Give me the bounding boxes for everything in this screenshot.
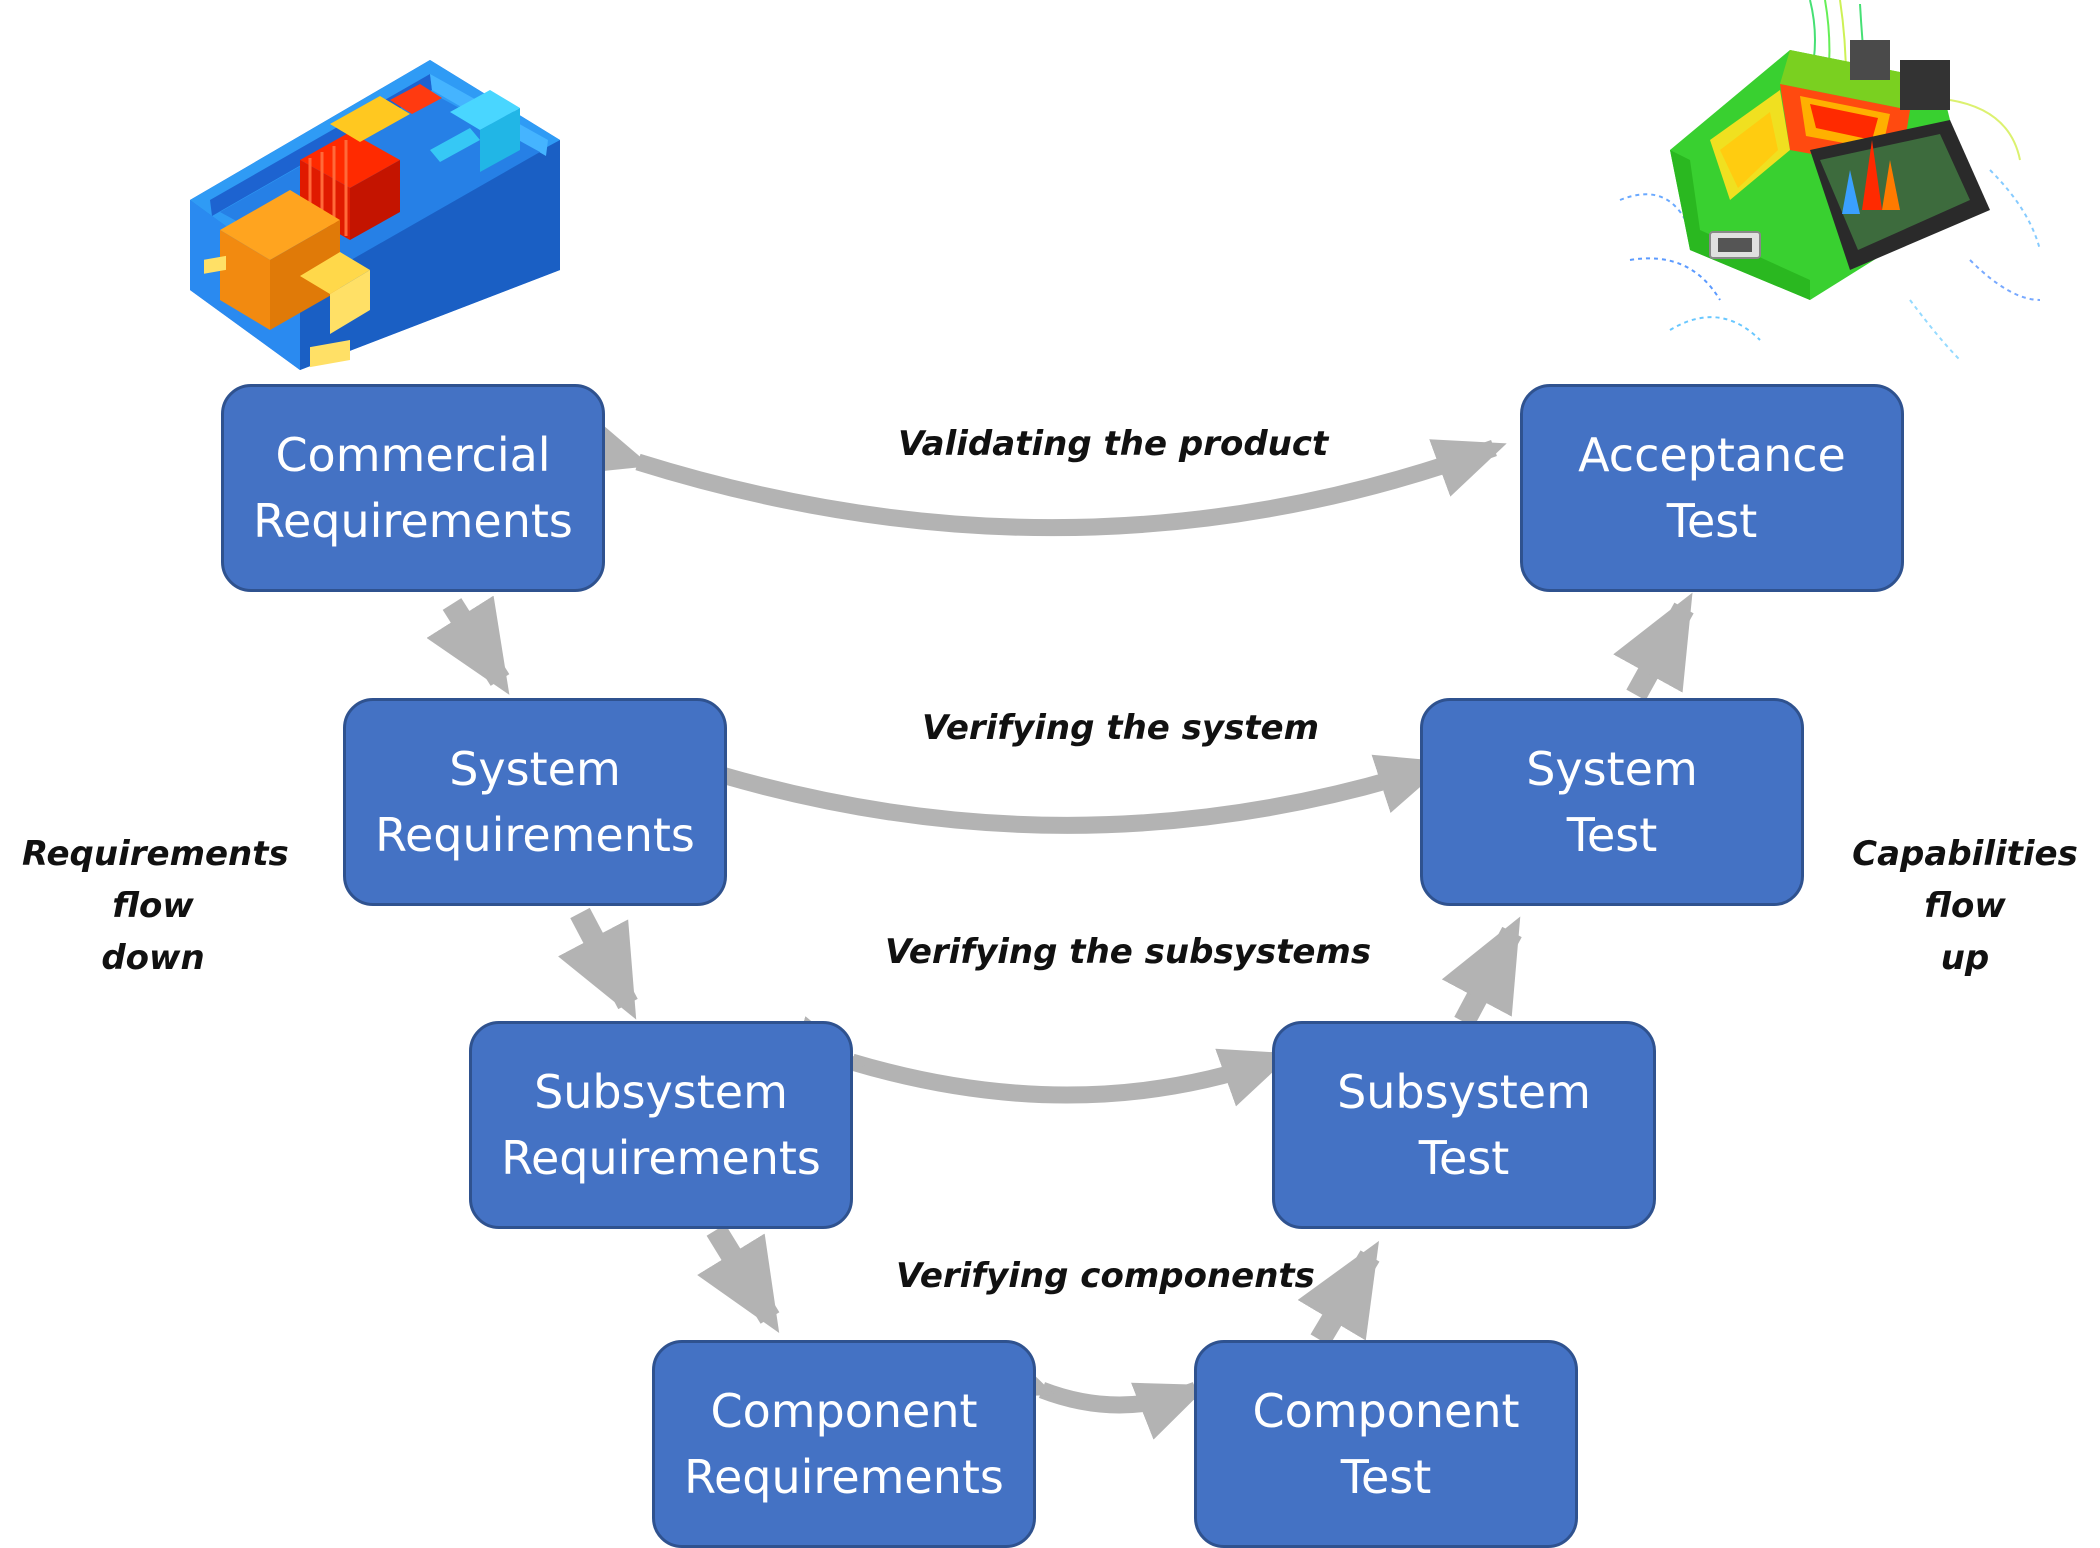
arrow-subsystem-to-system-test xyxy=(1441,916,1522,1028)
box-subsystem-requirements-line2: Requirements xyxy=(501,1131,821,1185)
box-subsystem-test-line2: Test xyxy=(1418,1131,1510,1185)
side-label-left-line1: Requirements xyxy=(22,834,289,874)
box-system-requirements-line2: Requirements xyxy=(375,808,695,862)
box-component-test-line1: Component xyxy=(1252,1384,1520,1438)
box-subsystem-test: Subsystem Test xyxy=(1272,1021,1656,1229)
box-commercial-requirements-line2: Requirements xyxy=(253,494,573,548)
label-validating-product: Validating the product xyxy=(898,424,1329,464)
enclosure-thermal-model-image xyxy=(190,60,560,370)
box-commercial-requirements: Commercial Requirements xyxy=(221,384,605,592)
arrow-system-to-acceptance-test xyxy=(1613,592,1694,701)
box-component-test-line2: Test xyxy=(1340,1450,1432,1504)
label-verifying-system: Verifying the system xyxy=(922,708,1320,748)
box-system-test-line1: System xyxy=(1526,742,1698,796)
electronics-cfd-simulation-image xyxy=(1619,0,2041,361)
label-verifying-subsystems: Verifying the subsystems xyxy=(885,932,1372,972)
box-acceptance-test-line1: Acceptance xyxy=(1578,428,1846,482)
arrow-commercial-to-system-req xyxy=(426,595,510,695)
arrow-verifying-system xyxy=(657,729,1449,834)
side-label-left-line3: down xyxy=(101,938,205,978)
box-acceptance-test: Acceptance Test xyxy=(1520,384,1904,592)
arrow-component-to-subsystem-test xyxy=(1297,1240,1380,1346)
box-component-test: Component Test xyxy=(1194,1340,1578,1548)
side-label-right-line3: up xyxy=(1940,938,1990,978)
arrow-verifying-subsystems xyxy=(787,1016,1293,1107)
box-system-test-line2: Test xyxy=(1566,808,1658,862)
box-subsystem-test-line1: Subsystem xyxy=(1337,1065,1591,1119)
arrow-verifying-components xyxy=(977,1340,1209,1440)
side-label-capabilities-flow-up: Capabilities flow up xyxy=(1840,828,2090,984)
box-subsystem-requirements-line1: Subsystem xyxy=(534,1065,788,1119)
arrow-validating-product xyxy=(573,415,1507,537)
box-system-requirements: System Requirements xyxy=(343,698,727,906)
box-system-requirements-line1: System xyxy=(449,742,621,796)
box-system-test: System Test xyxy=(1420,698,1804,906)
box-commercial-requirements-line1: Commercial xyxy=(275,428,551,482)
box-acceptance-test-line2: Test xyxy=(1666,494,1758,548)
side-label-right-line2: flow xyxy=(1924,886,2006,926)
box-component-requirements-line1: Component xyxy=(710,1384,978,1438)
box-subsystem-requirements: Subsystem Requirements xyxy=(469,1021,853,1229)
box-component-requirements-line2: Requirements xyxy=(684,1450,1004,1504)
arrow-system-to-subsystem-req xyxy=(558,907,638,1020)
side-label-left-line2: flow xyxy=(112,886,194,926)
side-label-requirements-flow-down: Requirements flow down xyxy=(22,828,289,984)
label-verifying-components: Verifying components xyxy=(896,1256,1315,1296)
arrow-subsystem-to-component-req xyxy=(697,1224,780,1334)
box-component-requirements: Component Requirements xyxy=(652,1340,1036,1548)
side-label-right-line1: Capabilities xyxy=(1852,834,2078,874)
